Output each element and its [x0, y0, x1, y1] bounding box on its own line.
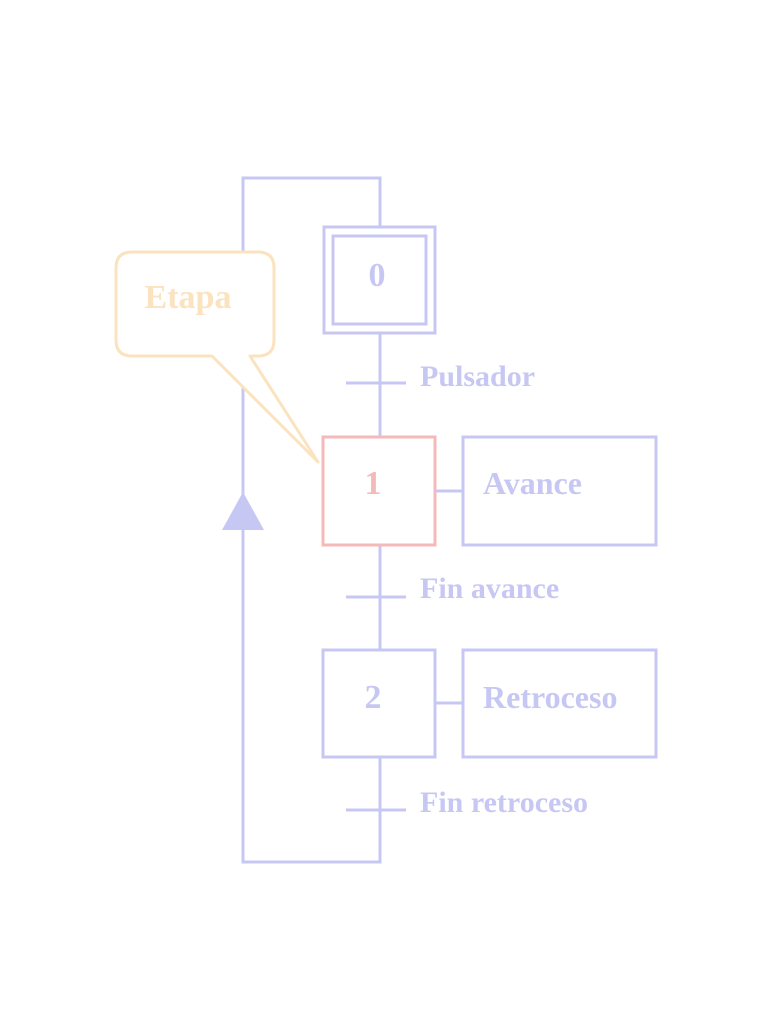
step-0[interactable]: 0	[322, 225, 437, 335]
transition-label-fin-avance: Fin avance	[420, 572, 559, 605]
callout-shape	[114, 250, 320, 464]
step-1-number: 1	[365, 465, 382, 502]
step-0-inner-box	[331, 234, 428, 326]
callout-label: Etapa	[145, 279, 232, 316]
step-0-outer-box	[322, 225, 437, 335]
action-avance-box	[461, 435, 658, 547]
step-2[interactable]: 2	[321, 648, 437, 759]
step-2-number: 2	[365, 679, 382, 716]
action-retroceso-label: Retroceso	[483, 679, 617, 715]
up-arrow-icon	[222, 492, 264, 530]
action-retroceso-box	[461, 648, 658, 759]
action-avance[interactable]: Avance	[461, 435, 658, 547]
step-0-number: 0	[369, 257, 386, 294]
transition-label-fin-retroceso: Fin retroceso	[420, 786, 588, 819]
speech-callout-icon: Etapa	[114, 250, 320, 464]
transition-label-pulsador: Pulsador	[420, 360, 535, 393]
step-1[interactable]: 1	[321, 435, 437, 547]
action-retroceso[interactable]: Retroceso	[461, 648, 658, 759]
action-avance-label: Avance	[483, 465, 582, 501]
